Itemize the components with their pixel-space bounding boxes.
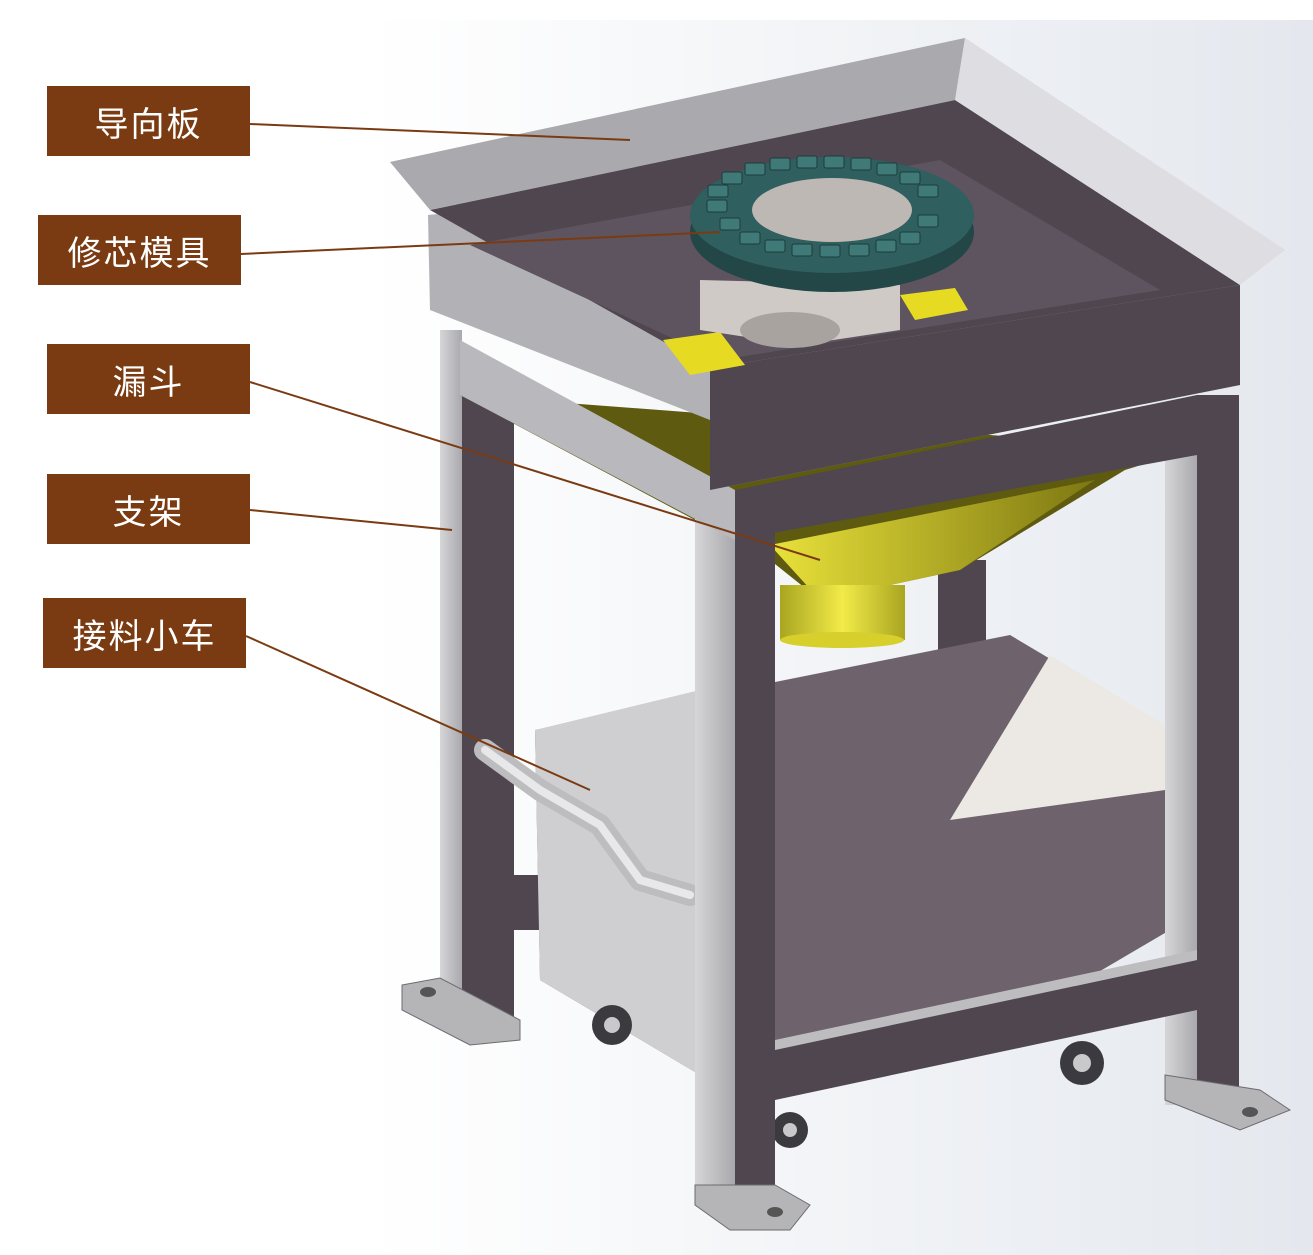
leader-cart [245, 635, 591, 791]
insert-left [663, 332, 745, 375]
label-hopper: 漏斗 [47, 344, 250, 414]
label-receiving-cart: 接料小车 [43, 598, 246, 668]
front-bottom-rail [775, 960, 1197, 1100]
hopper-outlet [780, 585, 905, 640]
cart-side [535, 690, 700, 1075]
leg-back-left [462, 388, 514, 1028]
leader-lines [240, 123, 821, 791]
label-guide-plate: 导向板 [47, 86, 250, 156]
leg-back-left-side [440, 330, 462, 1030]
label-stand: 支架 [47, 474, 250, 544]
core-repair-mold [690, 155, 974, 292]
bolt-hole [420, 987, 436, 997]
leg-front-left-side [695, 495, 735, 1195]
leader-guide [249, 123, 631, 141]
leader-stand [249, 509, 453, 531]
upper-front-rail [735, 395, 1197, 540]
hopper-cone [770, 480, 1095, 600]
cart-wheels [592, 1005, 1104, 1148]
foot-front-right [1164, 1074, 1292, 1131]
cart-inner-slope [950, 655, 1165, 820]
label-core-mold: 修芯模具 [38, 215, 241, 285]
machine-assembly [390, 38, 1292, 1231]
foot-front-left [694, 1184, 811, 1231]
upper-left-rail [460, 340, 735, 540]
leader-mold [240, 231, 721, 255]
leader-hopper [249, 381, 821, 561]
leg-front-left [735, 490, 775, 1195]
leg-front-right [1197, 395, 1239, 1105]
guide-box-front [710, 285, 1240, 490]
insert-right [900, 288, 968, 320]
